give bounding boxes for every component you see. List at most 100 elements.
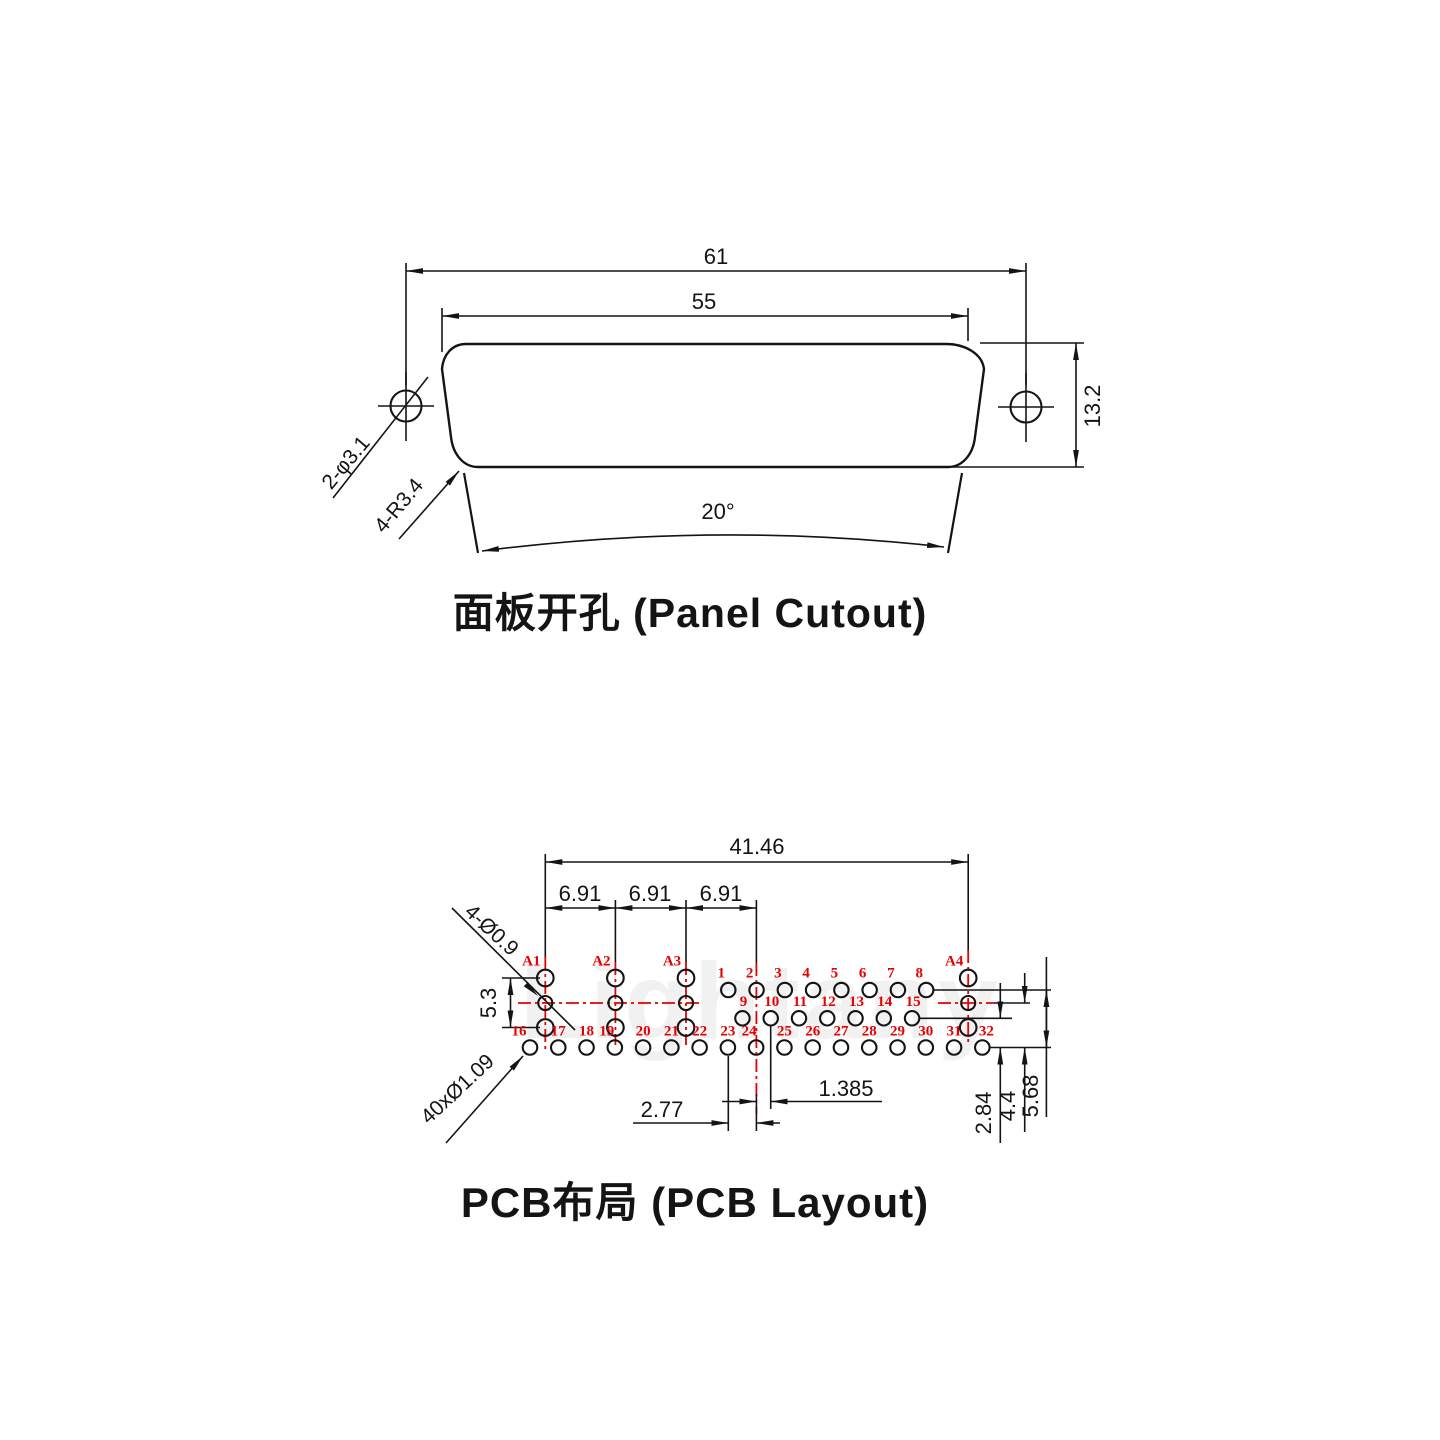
- coax-hole-center-A1: [537, 994, 554, 1012]
- pin-hole-25: [776, 1039, 793, 1056]
- coax-label-A3: A3: [663, 954, 681, 970]
- coax-hole-center-A2: [607, 994, 624, 1012]
- label-pin-holes: 40xØ1.09: [416, 1050, 498, 1129]
- dim-panel-width-inner: 55: [441, 289, 969, 352]
- pin-hole-13: [847, 1010, 864, 1027]
- pin-label-26: 26: [805, 1024, 821, 1040]
- pin-hole-19: [606, 1039, 624, 1056]
- pin-hole-22: [691, 1039, 708, 1056]
- pin-hole-16: [521, 1039, 539, 1056]
- pin-hole-28: [860, 1039, 878, 1056]
- dim-panel-width-outer: 61: [405, 244, 1027, 385]
- coax-hole-bottom-A3: [676, 1018, 696, 1037]
- pin-hole-29: [889, 1039, 906, 1056]
- pin-hole-9: [734, 1010, 751, 1027]
- panel-cutout-drawing: 61 55 13.2 20° 2-φ3.1: [317, 244, 1105, 636]
- pin-label-16: 16: [512, 1024, 528, 1040]
- coax-hole-bottom-A2: [606, 1018, 625, 1037]
- pin-label-7: 7: [887, 966, 895, 982]
- dim-panel-height: 13.2: [952, 342, 1105, 468]
- dim-half-pitch: 1.385: [722, 1026, 882, 1109]
- pin-label-2: 2: [746, 966, 754, 982]
- dim-label-6.91-a: 6.91: [559, 881, 602, 906]
- pcb-layout-drawing: 41.46 6.91 6.91 6.91 5.3 4-Ø0.9: [416, 834, 1051, 1226]
- coax-hole-bottom-A4: [958, 1018, 978, 1037]
- pcb-layout-title: PCB布局 (PCB Layout): [461, 1179, 929, 1226]
- label-coax-holes: 4-Ø0.9: [460, 900, 523, 961]
- coax-hole-top-A4: [958, 968, 978, 988]
- pin-label-10: 10: [764, 994, 779, 1010]
- dim-label-5.68: 5.68: [1018, 1075, 1043, 1118]
- coax-hole-top-A1: [535, 968, 555, 988]
- pin-hole-6: [861, 981, 878, 999]
- callout-corner-radius: 4-R3.4: [370, 470, 460, 540]
- dim-label-1.385: 1.385: [818, 1076, 873, 1101]
- pin-hole-2: [748, 981, 765, 999]
- pin-label-6: 6: [859, 966, 867, 982]
- coax-label-A2: A2: [592, 954, 610, 970]
- dim-label-20deg: 20°: [701, 499, 734, 524]
- pin-hole-26: [804, 1039, 822, 1056]
- pin-hole-7: [889, 981, 907, 999]
- pin-label-18: 18: [579, 1024, 594, 1040]
- dim-center-row-offset: 4.4: [995, 973, 1028, 1132]
- pin-hole-1: [720, 981, 737, 999]
- panel-cutout-title: 面板开孔 (Panel Cutout): [453, 590, 928, 636]
- dim-label-2.84: 2.84: [971, 1092, 996, 1135]
- pin-hole-3: [776, 981, 794, 999]
- dim-label-5.3: 5.3: [476, 988, 501, 1019]
- pin-label-15: 15: [906, 994, 921, 1010]
- pin-label-28: 28: [862, 1024, 877, 1040]
- pin-label-21: 21: [664, 1024, 679, 1040]
- pin-hole-17: [549, 1039, 567, 1056]
- pin-label-9: 9: [740, 994, 748, 1010]
- panel-cutout-outline: [440, 342, 986, 469]
- dim-label-6.91-c: 6.91: [700, 881, 743, 906]
- pin-hole-8: [917, 981, 935, 999]
- dim-label-41.46: 41.46: [729, 834, 784, 859]
- pin-label-32: 32: [979, 1024, 994, 1040]
- pin-hole-12: [819, 1010, 836, 1027]
- pin-label-23: 23: [720, 1024, 735, 1040]
- pin-hole-14: [875, 1010, 893, 1027]
- dim-coax-span: 5.3: [476, 977, 540, 1029]
- pin-label-25: 25: [777, 1024, 792, 1040]
- pin-hole-24: [747, 1039, 765, 1056]
- pin-hole-30: [917, 1039, 935, 1056]
- pin-hole-11: [790, 1010, 808, 1027]
- pin-label-14: 14: [877, 994, 893, 1010]
- coax-hole-center-A4: [960, 994, 977, 1012]
- pin-label-13: 13: [849, 994, 864, 1010]
- dim-pcb-total-width: 41.46: [544, 834, 970, 957]
- pin-label-17: 17: [551, 1024, 567, 1040]
- dim-coax-pitch: 6.91 6.91 6.91: [545, 881, 758, 963]
- pin-label-30: 30: [918, 1024, 933, 1040]
- pin-label-3: 3: [774, 966, 782, 982]
- pin-hole-20: [634, 1039, 652, 1056]
- pin-label-31: 31: [947, 1024, 962, 1040]
- coax-hole-bottom-A1: [535, 1018, 555, 1037]
- dim-pin-pitch: 2.77: [633, 1056, 780, 1131]
- pin-hole-31: [945, 1039, 963, 1056]
- coax-hole-top-A3: [676, 968, 696, 988]
- pin-label-11: 11: [793, 994, 807, 1010]
- dim-panel-angle: 20°: [462, 472, 964, 554]
- dim-mid-row-offset: 2.84: [971, 983, 1004, 1143]
- label-corner-radius: 4-R3.4: [370, 474, 428, 537]
- dim-label-55: 55: [692, 289, 716, 314]
- pin-hole-10: [762, 1010, 779, 1027]
- pin-label-27: 27: [833, 1024, 849, 1040]
- pin-label-19: 19: [599, 1024, 614, 1040]
- dim-label-2.77: 2.77: [641, 1097, 684, 1122]
- label-mount-holes: 2-φ3.1: [317, 432, 374, 494]
- pin-label-24: 24: [742, 1024, 758, 1040]
- pin-hole-18: [578, 1039, 595, 1056]
- pin-label-22: 22: [692, 1024, 707, 1040]
- dim-label-61: 61: [704, 244, 728, 269]
- pin-label-1: 1: [718, 966, 726, 982]
- callout-pin-holes: 40xØ1.09: [416, 1050, 524, 1144]
- pin-hole-27: [832, 1039, 850, 1056]
- coax-hole-center-A3: [677, 994, 695, 1012]
- pin-label-8: 8: [915, 966, 923, 982]
